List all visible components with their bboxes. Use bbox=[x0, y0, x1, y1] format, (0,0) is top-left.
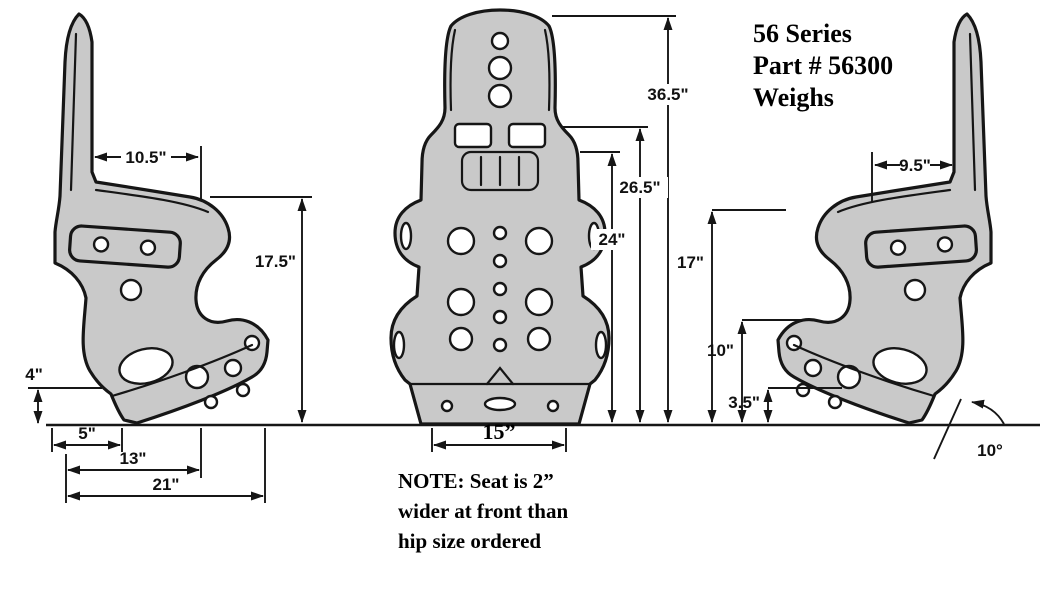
adjustment-slats bbox=[460, 150, 540, 192]
title-series: 56 Series bbox=[753, 19, 852, 48]
dim-label-back-height-left: 17.5" bbox=[255, 252, 296, 271]
dim-label-mid-height: 10" bbox=[707, 341, 734, 360]
left-seat-side-view bbox=[53, 12, 270, 425]
dimension-left-base-total: 21" bbox=[67, 428, 266, 503]
note-line-1: NOTE: Seat is 2” bbox=[398, 469, 554, 493]
dim-label-base-angle: 10° bbox=[977, 441, 1003, 460]
dim-label-front-lip: 4" bbox=[25, 365, 43, 384]
dimension-right-hip-height: 17" bbox=[677, 209, 786, 423]
dimension-front-overall-height: 36.5" bbox=[552, 15, 696, 423]
dim-label-base-total: 21" bbox=[153, 475, 180, 494]
headrest-inner-right bbox=[543, 28, 551, 112]
dim-label-base-front: 5" bbox=[78, 424, 96, 443]
dim-label-hip-height: 17" bbox=[677, 253, 704, 272]
dim-label-shoulder-height: 26.5" bbox=[619, 178, 660, 197]
dimension-left-top-width: 10.5" bbox=[91, 146, 202, 200]
note-block: NOTE: Seat is 2” wider at front than hip… bbox=[398, 469, 568, 553]
seat-front-outline bbox=[389, 8, 611, 426]
dimension-front-shoulder-height: 26.5" bbox=[562, 126, 668, 423]
front-seat-view bbox=[389, 8, 611, 426]
dimension-left-front-lip-height: 4" bbox=[25, 365, 102, 424]
dim-label-top-width-left: 10.5" bbox=[125, 148, 166, 167]
dimension-right-mid-height: 10" bbox=[707, 319, 806, 423]
dim-label-overall-height: 36.5" bbox=[647, 85, 688, 104]
dim-label-top-width-right: 9.5" bbox=[899, 156, 931, 175]
headrest-holes bbox=[487, 31, 513, 109]
title-block: 56 Series Part # 56300 Weighs bbox=[753, 19, 893, 112]
note-line-2: wider at front than bbox=[398, 499, 568, 523]
dimension-right-base-height: 3.5" bbox=[728, 387, 842, 423]
belt-slots bbox=[453, 122, 547, 149]
note-line-3: hip size ordered bbox=[398, 529, 541, 553]
title-part-number: Part # 56300 bbox=[753, 51, 893, 80]
headrest-inner-left bbox=[449, 28, 457, 112]
dim-label-base-height: 3.5" bbox=[728, 393, 760, 412]
dimension-left-back-height: 17.5" bbox=[210, 196, 312, 423]
dim-label-back-height-front: 24" bbox=[599, 230, 626, 249]
dimension-front-seat-width: 15” bbox=[431, 419, 567, 452]
dimension-front-back-height: 24" bbox=[580, 151, 633, 423]
back-lightening-holes bbox=[392, 221, 608, 360]
dimension-right-base-angle: 10° bbox=[933, 398, 1005, 460]
title-weight: Weighs bbox=[753, 83, 834, 112]
seat-pan bbox=[408, 366, 592, 413]
dimension-right-top-width: 9.5" bbox=[871, 152, 953, 202]
dimension-left-base-mid: 13" bbox=[65, 428, 202, 503]
dimension-left-base-front: 5" bbox=[51, 424, 123, 452]
dim-label-seat-width: 15” bbox=[483, 419, 516, 444]
dim-label-base-mid: 13" bbox=[120, 449, 147, 468]
